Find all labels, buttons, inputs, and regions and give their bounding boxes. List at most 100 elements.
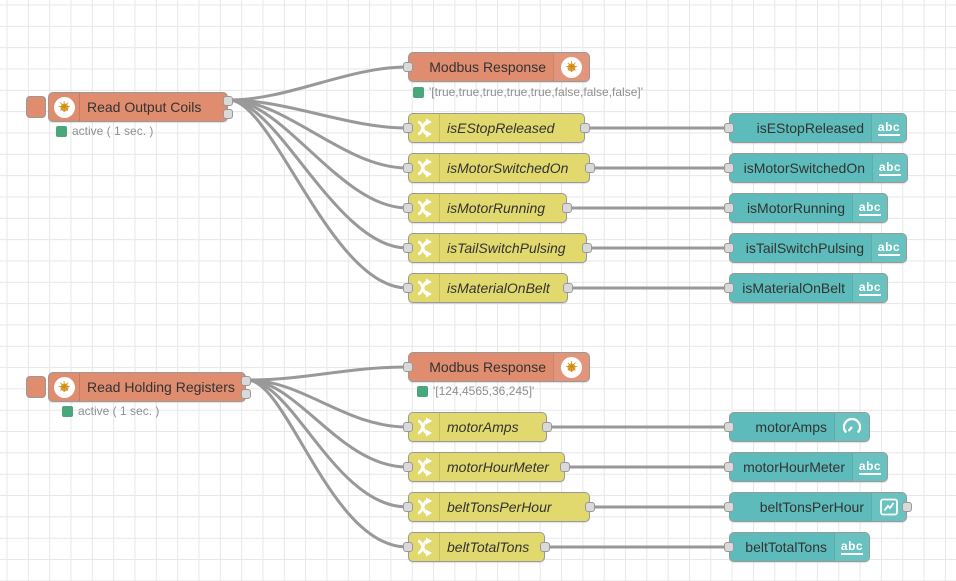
node-label: isEStopReleased <box>447 120 555 136</box>
change-node-is-motor-running[interactable]: isMotorRunning <box>403 193 572 223</box>
status-dot-icon <box>62 405 73 417</box>
input-port[interactable] <box>724 542 734 552</box>
status-text: active ( 1 sec. ) <box>72 124 154 138</box>
wire[interactable] <box>228 98 408 170</box>
abc-text-icon: abc <box>852 194 887 222</box>
input-port[interactable] <box>724 163 734 173</box>
node-modbus-response-holding[interactable]: Modbus Response ✳ <box>403 352 590 382</box>
change-node-belt-tons-per-hour[interactable]: beltTonsPerHour <box>403 492 595 522</box>
output-port[interactable] <box>563 283 573 293</box>
input-port[interactable] <box>403 123 413 133</box>
input-port[interactable] <box>724 502 734 512</box>
change-node-is-material-on-belt[interactable]: isMaterialOnBelt <box>403 273 573 303</box>
input-port[interactable] <box>403 542 413 552</box>
output-port[interactable] <box>582 243 592 253</box>
input-port[interactable] <box>403 462 413 472</box>
modbus-icon: ✳ <box>49 93 80 121</box>
input-port[interactable] <box>403 203 413 213</box>
change-icon <box>409 274 440 302</box>
change-node-is-tail-switch-pulsing[interactable]: isTailSwitchPulsing <box>403 233 592 263</box>
wire[interactable] <box>228 98 408 130</box>
node-label: beltTotalTons <box>745 539 827 555</box>
input-port[interactable] <box>724 203 734 213</box>
change-icon <box>409 154 440 182</box>
node-status: active ( 1 sec. ) <box>56 124 153 138</box>
wire[interactable] <box>246 378 408 469</box>
node-label: motorAmps <box>447 419 519 435</box>
inject-button[interactable] <box>26 376 46 398</box>
input-port[interactable] <box>403 283 413 293</box>
input-port[interactable] <box>403 163 413 173</box>
wire[interactable] <box>246 365 408 382</box>
change-node-is-estop-released[interactable]: isEStopReleased <box>403 113 590 143</box>
output-port-1[interactable] <box>223 96 233 106</box>
input-port[interactable] <box>403 422 413 432</box>
output-port[interactable] <box>560 462 570 472</box>
ui-chart-node-belt-tons-per-hour[interactable]: beltTonsPerHour <box>724 492 912 522</box>
input-port[interactable] <box>403 362 413 372</box>
input-port[interactable] <box>403 502 413 512</box>
node-label: Modbus Response <box>429 359 546 375</box>
status-dot-icon <box>413 86 424 98</box>
output-port[interactable] <box>585 502 595 512</box>
node-label: Read Holding Registers <box>87 379 235 395</box>
ui-text-node-belt-total-tons[interactable]: beltTotalTons abc <box>724 532 870 562</box>
ui-text-node-is-motor-running[interactable]: isMotorRunning abc <box>724 193 888 223</box>
node-read-holding-registers[interactable]: ✳ Read Holding Registers <box>26 372 251 402</box>
input-port[interactable] <box>724 283 734 293</box>
node-status: '[124,4565,36,245]' <box>417 384 534 398</box>
change-node-is-motor-switched-on[interactable]: isMotorSwitchedOn <box>403 153 595 183</box>
input-port[interactable] <box>403 62 413 72</box>
ui-gauge-node-motor-amps[interactable]: motorAmps <box>724 412 870 442</box>
input-port[interactable] <box>724 462 734 472</box>
change-icon <box>409 114 440 142</box>
output-port[interactable] <box>562 203 572 213</box>
ui-text-node-is-motor-switched-on[interactable]: isMotorSwitchedOn abc <box>724 153 908 183</box>
ui-text-node-is-estop-released[interactable]: isEStopReleased abc <box>724 113 907 143</box>
node-label: isMaterialOnBelt <box>742 280 845 296</box>
output-port[interactable] <box>540 542 550 552</box>
change-node-motor-hour-meter[interactable]: motorHourMeter <box>403 452 570 482</box>
wire[interactable] <box>228 98 408 210</box>
ui-text-node-is-tail-switch-pulsing[interactable]: isTailSwitchPulsing abc <box>724 233 907 263</box>
wire[interactable] <box>246 378 408 429</box>
inject-button[interactable] <box>26 96 46 118</box>
node-read-output-coils[interactable]: ✳ Read Output Coils <box>26 92 233 122</box>
status-dot-icon <box>417 385 428 397</box>
ui-text-node-motor-hour-meter[interactable]: motorHourMeter abc <box>724 452 888 482</box>
node-label: beltTonsPerHour <box>759 499 864 515</box>
change-icon <box>409 413 440 441</box>
node-label: beltTonsPerHour <box>447 499 552 515</box>
wire[interactable] <box>246 378 408 549</box>
node-status: '[true,true,true,true,true,false,false,f… <box>413 85 643 99</box>
modbus-icon: ✳ <box>553 353 589 381</box>
node-label: isMotorRunning <box>447 200 546 216</box>
input-port[interactable] <box>724 243 734 253</box>
output-port-2[interactable] <box>241 389 251 399</box>
wire[interactable] <box>228 98 408 290</box>
node-modbus-response-coils[interactable]: Modbus Response ✳ <box>403 52 590 82</box>
node-label: isMotorSwitchedOn <box>743 160 865 176</box>
node-status: active ( 1 sec. ) <box>62 404 159 418</box>
status-text: '[true,true,true,true,true,false,false,f… <box>429 85 644 99</box>
ui-text-node-is-material-on-belt[interactable]: isMaterialOnBelt abc <box>724 273 888 303</box>
output-port[interactable] <box>585 163 595 173</box>
output-port[interactable] <box>580 123 590 133</box>
change-icon <box>409 453 440 481</box>
output-port[interactable] <box>902 502 912 512</box>
abc-text-icon: abc <box>852 274 887 302</box>
node-label: Modbus Response <box>429 59 546 75</box>
output-port-2[interactable] <box>223 109 233 119</box>
change-node-motor-amps[interactable]: motorAmps <box>403 412 552 442</box>
wire[interactable] <box>228 65 408 102</box>
input-port[interactable] <box>724 422 734 432</box>
node-label: Read Output Coils <box>87 99 202 115</box>
input-port[interactable] <box>724 123 734 133</box>
output-port[interactable] <box>542 422 552 432</box>
wire[interactable] <box>246 378 408 509</box>
wire[interactable] <box>228 98 408 250</box>
input-port[interactable] <box>403 243 413 253</box>
output-port-1[interactable] <box>241 376 251 386</box>
change-node-belt-total-tons[interactable]: beltTotalTons <box>403 532 550 562</box>
